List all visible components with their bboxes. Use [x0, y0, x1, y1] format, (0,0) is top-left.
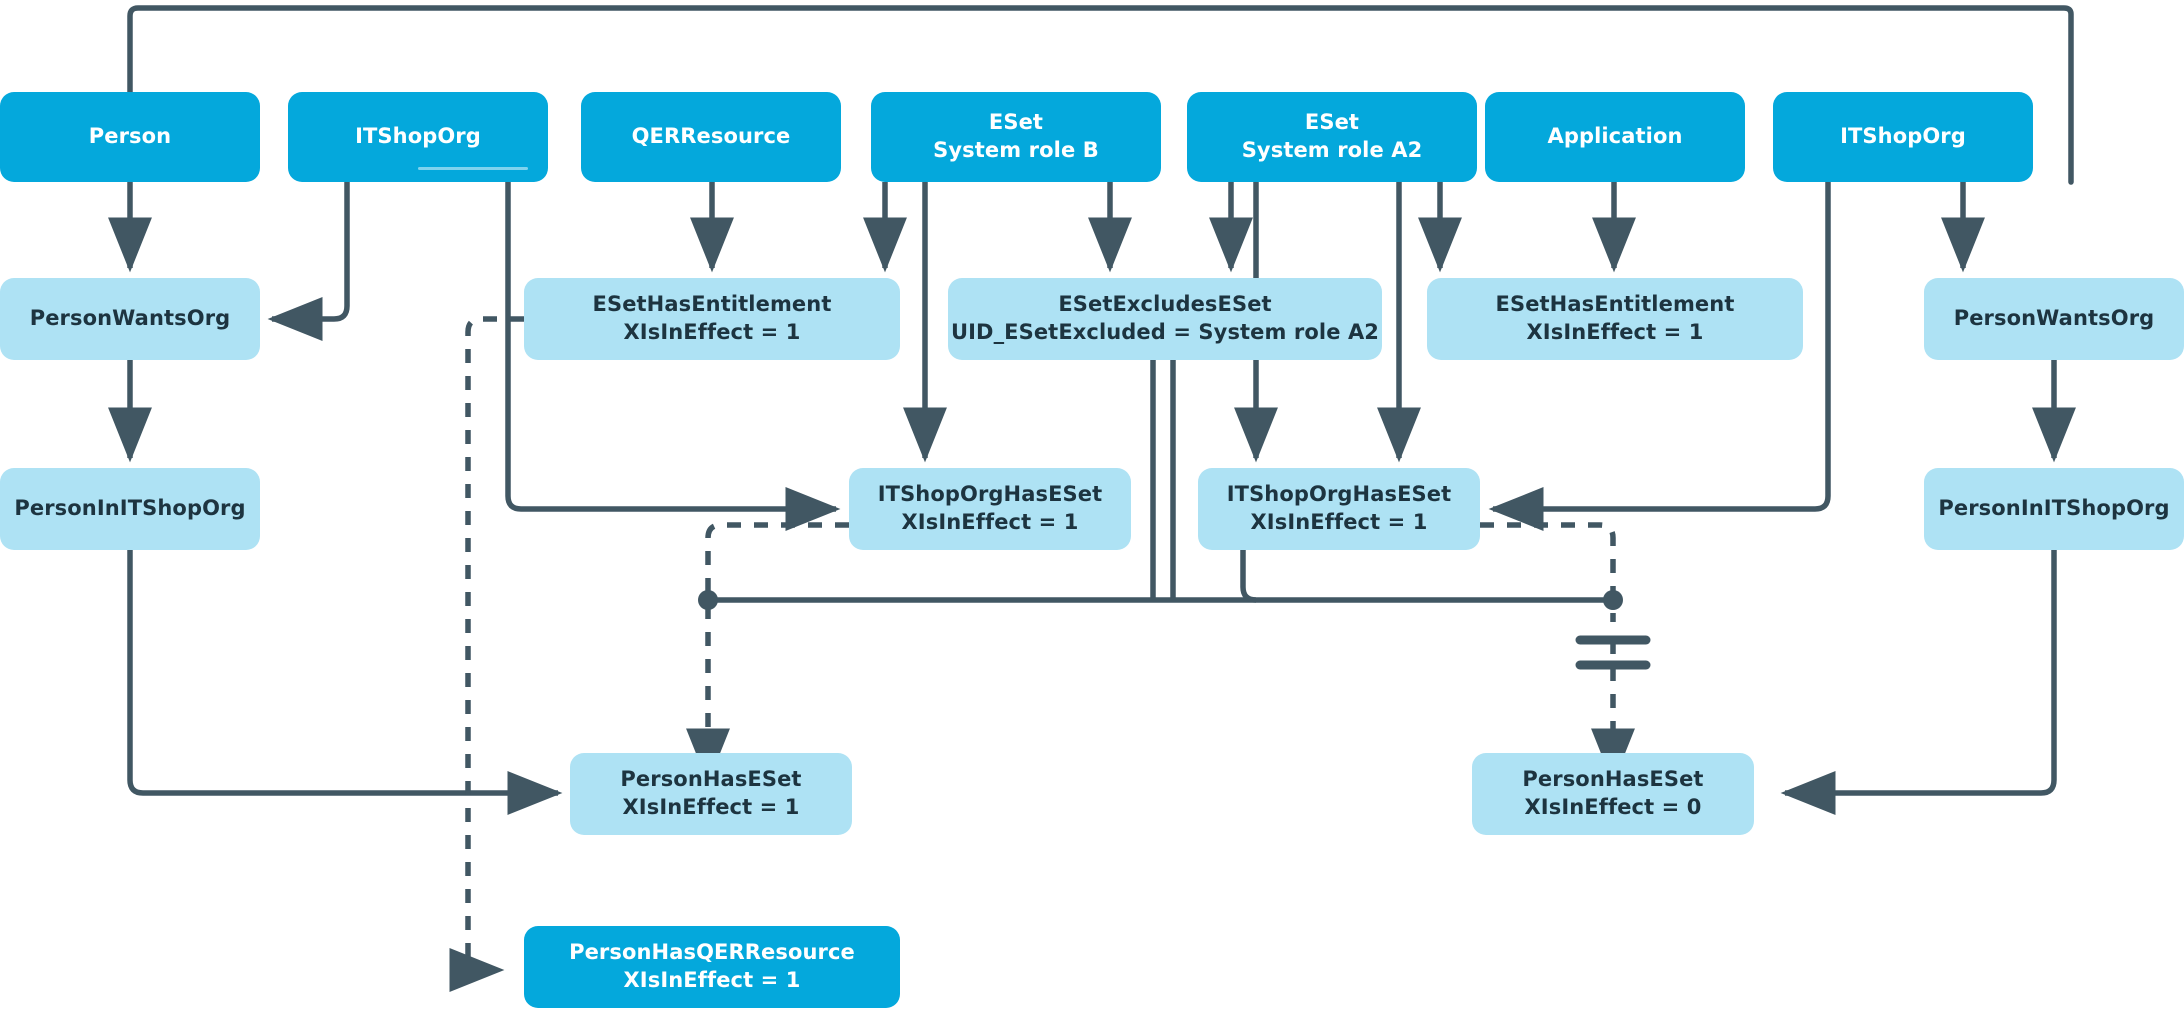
node-label-line1: PersonHasESet: [620, 767, 802, 792]
edge-personinitshop-r-to-personhaseset0: [1780, 550, 2057, 815]
node-esethasentitlement-1[interactable]: ESetHasEntitlement XIsInEffect = 1: [524, 278, 900, 360]
node-personinitshoporg-left[interactable]: PersonInITShopOrg: [0, 468, 260, 550]
node-qerresource[interactable]: QERResource: [581, 92, 841, 182]
node-label-line2: UID_ESetExcluded = System role A2: [950, 320, 1380, 344]
node-itshoporg-right[interactable]: ITShopOrg: [1773, 92, 2033, 182]
node-label-line2: XIsInEffect = 1: [1526, 320, 1704, 344]
node-label-line1: ESet: [988, 110, 1044, 135]
node-personinitshoporg-right[interactable]: PersonInITShopOrg: [1924, 468, 2184, 550]
blocked-barrier-icon: [1575, 635, 1651, 670]
node-label-line1: ITShopOrgHasESet: [1226, 482, 1452, 507]
node-itshoporg-left[interactable]: ITShopOrg: [288, 92, 548, 182]
edge-dashed-itshoporghaseset2-to-personhaseset0-upper: [1480, 522, 1616, 622]
node-label-line1: PersonHasQERResource: [569, 940, 855, 965]
edge-itshoporg-left-to-personwantsorg: [267, 182, 350, 341]
junction-dot-left: [698, 590, 718, 610]
node-label-line1: ITShopOrgHasESet: [877, 482, 1103, 507]
junction-dot-right: [1603, 590, 1623, 610]
node-personhasqerresource[interactable]: PersonHasQERResource XIsInEffect = 1: [524, 926, 900, 1008]
node-label-line2: XIsInEffect = 1: [1250, 510, 1428, 534]
node-personhaseset-ineffect-1[interactable]: PersonHasESet XIsInEffect = 1: [570, 753, 852, 835]
node-label-line1: ITShopOrg: [1840, 124, 1966, 149]
node-person[interactable]: Person: [0, 92, 260, 182]
node-esetexcludeseset[interactable]: ESetExcludesESet UID_ESetExcluded = Syst…: [948, 278, 1382, 360]
node-personwantsorg-right[interactable]: PersonWantsOrg: [1924, 278, 2184, 360]
node-label-line1: QERResource: [631, 124, 791, 149]
node-label-line2: System role B: [933, 138, 1099, 162]
node-label-line2: XIsInEffect = 1: [623, 968, 801, 992]
node-label-line2: XIsInEffect = 1: [623, 320, 801, 344]
node-application[interactable]: Application: [1485, 92, 1745, 182]
node-label-line1: Person: [88, 124, 172, 149]
node-eset-system-role-b[interactable]: ESet System role B: [871, 92, 1161, 182]
node-label-line1: ESetHasEntitlement: [1495, 292, 1735, 317]
node-label-line1: PersonInITShopOrg: [1938, 496, 2170, 521]
edge-dashed-itshoporghaseset1-to-personhaseset1: [686, 522, 849, 784]
edge-personinitshop-to-personhaseset1: [127, 550, 563, 815]
node-label-line1: PersonWantsOrg: [29, 306, 231, 331]
node-eset-system-role-a2[interactable]: ESet System role A2: [1187, 92, 1477, 182]
node-label-line1: ESetExcludesESet: [1058, 292, 1272, 317]
node-itshoporghaseset-2[interactable]: ITShopOrgHasESet XIsInEffect = 1: [1198, 468, 1480, 550]
node-label-line2: System role A2: [1241, 138, 1423, 162]
edge-itshoporghaseset2-to-bus: [1240, 550, 1257, 603]
node-personwantsorg-left[interactable]: PersonWantsOrg: [0, 278, 260, 360]
node-label-line1: ITShopOrg: [355, 124, 481, 149]
itshoporg-underline-accent: [418, 167, 528, 170]
node-label-line2: XIsInEffect = 1: [901, 510, 1079, 534]
node-label-line1: ESetHasEntitlement: [592, 292, 832, 317]
node-itshoporghaseset-1[interactable]: ITShopOrgHasESet XIsInEffect = 1: [849, 468, 1131, 550]
node-label-line1: ESet: [1304, 110, 1360, 135]
node-label-line2: XIsInEffect = 0: [1524, 795, 1702, 819]
node-label-line1: Application: [1547, 124, 1683, 149]
edge-dashed-esethasentitlement1-to-personhasqer: [449, 316, 524, 992]
node-esethasentitlement-2[interactable]: ESetHasEntitlement XIsInEffect = 1: [1427, 278, 1803, 360]
node-label-line1: PersonWantsOrg: [1953, 306, 2155, 331]
node-label-line2: XIsInEffect = 1: [622, 795, 800, 819]
node-personhaseset-ineffect-0[interactable]: PersonHasESet XIsInEffect = 0: [1472, 753, 1754, 835]
node-label-line1: PersonInITShopOrg: [14, 496, 246, 521]
node-label-line1: PersonHasESet: [1522, 767, 1704, 792]
